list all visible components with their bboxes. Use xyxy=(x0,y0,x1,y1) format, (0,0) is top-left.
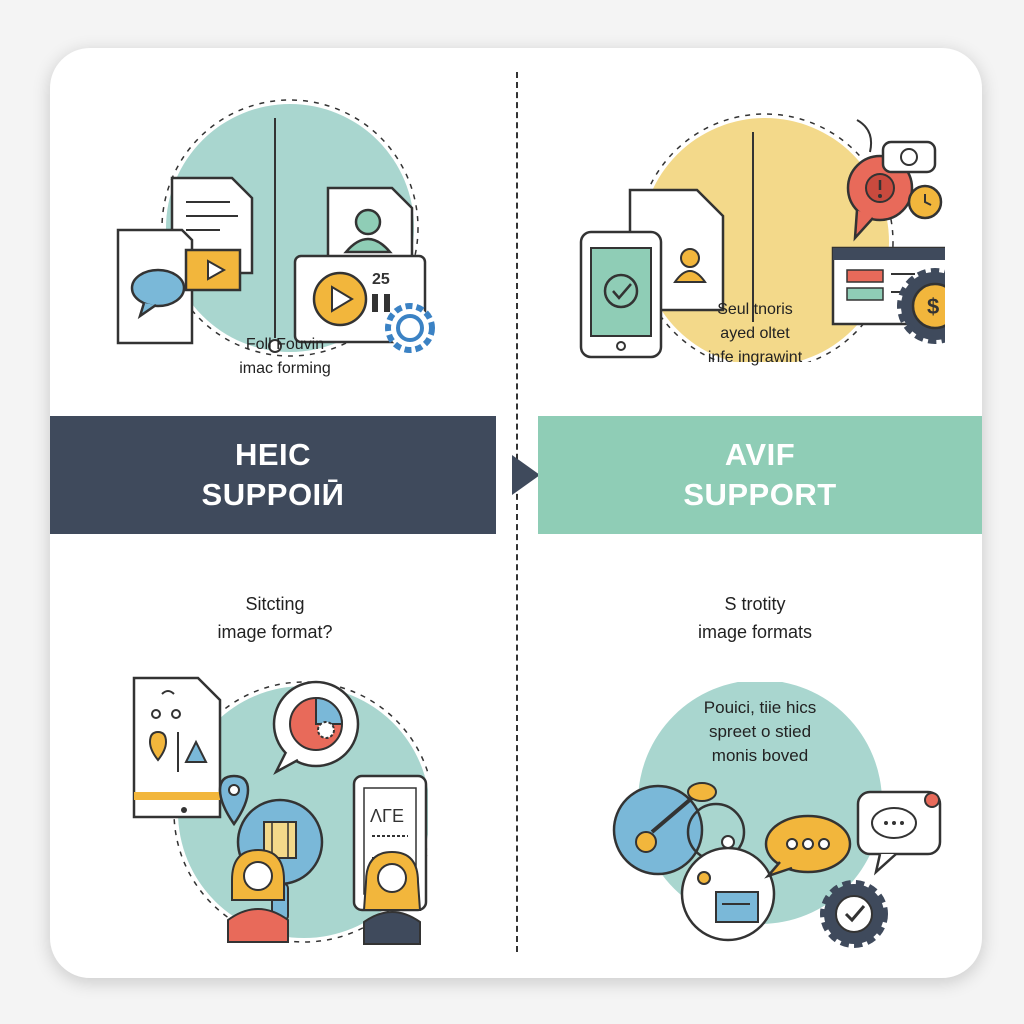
bottom-right-caption-line-2: image formats xyxy=(697,622,813,642)
girl-avatar-icon xyxy=(362,850,422,945)
bubble-line-1: Pouici, tiie hics xyxy=(703,698,817,717)
bottom-right-illustration xyxy=(612,682,942,948)
svg-text:25: 25 xyxy=(372,271,390,288)
bottom-left-caption: Sitcting image format? xyxy=(170,590,380,646)
avif-banner-line-1: AVIF xyxy=(724,437,796,472)
clock-icon xyxy=(907,184,943,220)
location-pin-icon xyxy=(218,774,250,827)
bottom-left-illustration: ΛΓΕ xyxy=(132,676,428,945)
pie-chart-bubble-icon xyxy=(272,680,360,776)
avif-caption-line-3: infe ingrawint xyxy=(707,349,803,366)
heic-caption-line-1: Foll Fouvin xyxy=(245,336,325,353)
bottom-left-caption-line-1: Sitcting xyxy=(245,594,305,614)
bottom-right-caption-line-1: S trotity xyxy=(724,594,786,614)
avif-caption-line-2: ayed oltet xyxy=(720,325,790,342)
infographic-card: 25 Foll Fouvin imac forming xyxy=(50,48,982,978)
dashed-ring xyxy=(161,99,419,357)
dashed-ring xyxy=(636,113,894,362)
heic-banner-line-1: HEIC xyxy=(234,437,312,472)
heic-caption-line-2: imac forming xyxy=(239,360,331,377)
woman-avatar-icon xyxy=(227,848,289,943)
map-document-icon xyxy=(132,676,222,819)
gear-icon xyxy=(385,303,435,353)
avif-caption: Seul tnoris ayed oltet infe ingrawint xyxy=(650,298,860,370)
arrow-right-icon xyxy=(512,455,540,495)
avif-illustration: $ xyxy=(579,113,945,362)
bubble-line-2: spreet o stied xyxy=(708,722,812,741)
heic-support-banner: HEIC SUPPOIӢ xyxy=(50,416,496,534)
person-circle-icon xyxy=(680,835,776,942)
bottom-right-bubble-text: Pouici, tiie hics spreet o stied monis b… xyxy=(670,696,850,768)
gear-check-icon xyxy=(820,880,888,948)
bottom-left-caption-line-2: image format? xyxy=(217,622,333,642)
message-icon xyxy=(856,790,942,876)
alert-bubble-icon xyxy=(846,119,937,242)
currency-gear-icon: $ xyxy=(897,268,945,344)
bubble-line-3: monis boved xyxy=(711,746,809,765)
tablet-check-icon xyxy=(579,230,663,359)
avif-support-banner: AVIF SUPPORT xyxy=(538,416,982,534)
bottom-right-caption: S trotity image formats xyxy=(650,590,860,646)
heic-illustration: 25 xyxy=(116,99,435,357)
center-divider xyxy=(516,72,518,952)
svg-text:$: $ xyxy=(927,294,939,319)
svg-text:ΛΓΕ: ΛΓΕ xyxy=(370,806,404,826)
avif-banner-line-2: SUPPORT xyxy=(683,477,837,512)
video-icon xyxy=(184,248,242,292)
chat-dots-icon xyxy=(764,814,852,879)
avif-caption-line-1: Seul tnoris xyxy=(717,301,793,318)
heic-caption: Foll Fouvin imac forming xyxy=(190,333,380,381)
heic-banner-line-2: SUPPOIӢ xyxy=(201,477,345,512)
chat-bubble-icon xyxy=(116,228,194,345)
